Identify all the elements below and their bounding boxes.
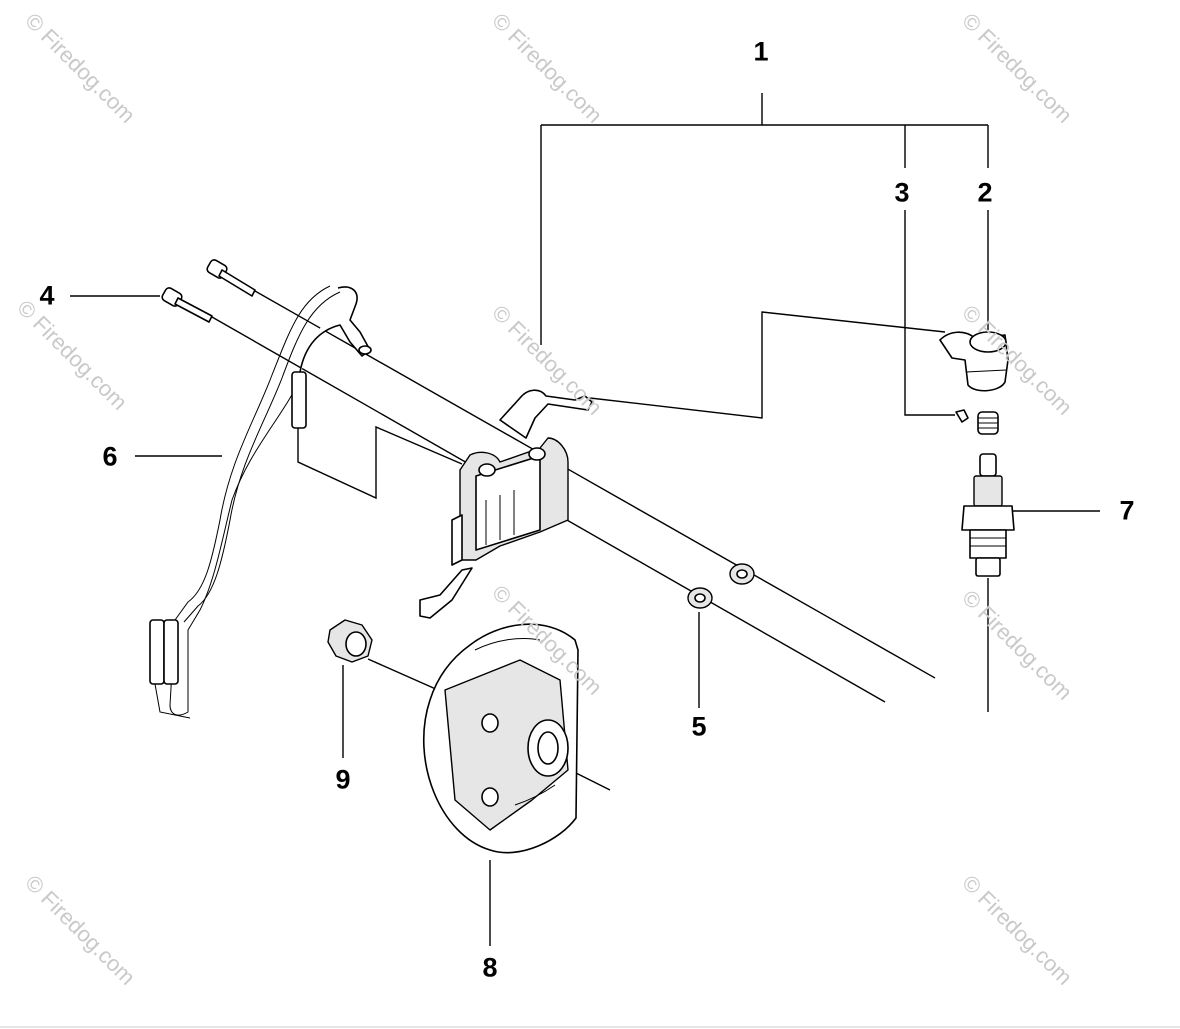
callout-8: 8	[482, 952, 498, 983]
spring-contact-icon	[955, 409, 999, 435]
flywheel-icon	[422, 623, 579, 854]
callout-1: 1	[753, 36, 769, 67]
ground-wire-icon	[149, 285, 372, 719]
callout-6: 6	[102, 441, 118, 472]
spacer-icon	[687, 563, 755, 609]
nut-icon	[327, 619, 373, 663]
callout-3-leader	[904, 210, 955, 416]
ground-wire-path	[297, 425, 463, 500]
callout-4: 4	[39, 280, 55, 311]
spark-plug-icon	[961, 453, 1015, 577]
callout-1-bracket	[540, 93, 989, 345]
callout-2: 2	[977, 177, 993, 208]
screw-icon	[161, 259, 256, 323]
screw-axis-upper	[254, 290, 936, 679]
ignition-coil-icon	[419, 389, 593, 619]
callout-5: 5	[691, 711, 707, 742]
spark-plug-boot-icon	[939, 331, 1009, 392]
flywheel-axis	[367, 658, 439, 691]
callout-3: 3	[894, 177, 910, 208]
callout-7: 7	[1119, 495, 1135, 526]
ht-lead-path	[589, 311, 946, 419]
callout-9: 9	[335, 764, 351, 795]
